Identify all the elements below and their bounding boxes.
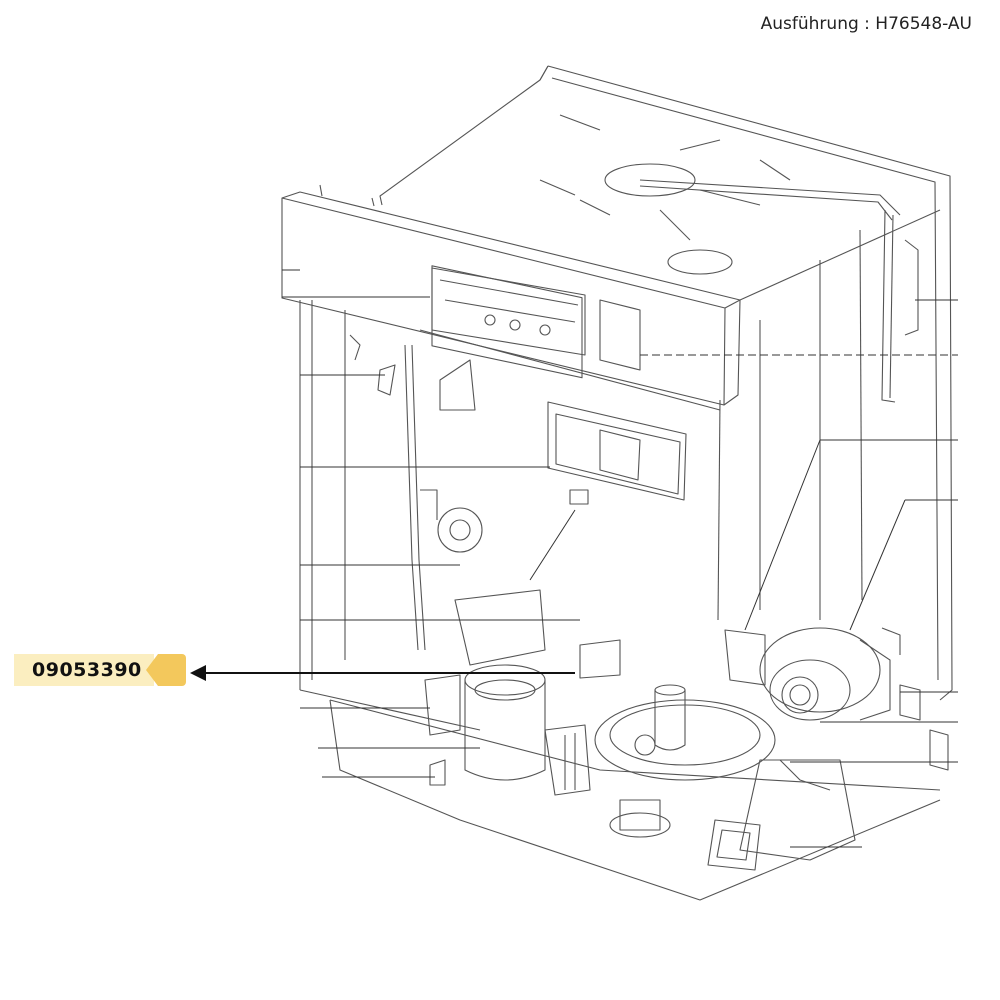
right-brackets: [881, 627, 949, 771]
filter-assembly: [594, 684, 776, 838]
part-number: 09053390: [32, 659, 142, 681]
part-tag-background: [14, 654, 154, 686]
tub-frame: [299, 65, 953, 901]
variant-label: Ausführung : H76548-AU: [760, 14, 972, 34]
part-number-tag[interactable]: 09053390: [14, 654, 186, 686]
control-module: [547, 401, 687, 505]
sump-assembly: [424, 589, 621, 796]
side-parts: [349, 334, 483, 651]
callout-arrow: [190, 665, 575, 681]
drain-duct: [707, 759, 856, 871]
leader-lines: [282, 269, 958, 848]
circulation-pump: [724, 627, 891, 721]
control-panel: [281, 184, 741, 406]
tub-top: [539, 114, 919, 403]
